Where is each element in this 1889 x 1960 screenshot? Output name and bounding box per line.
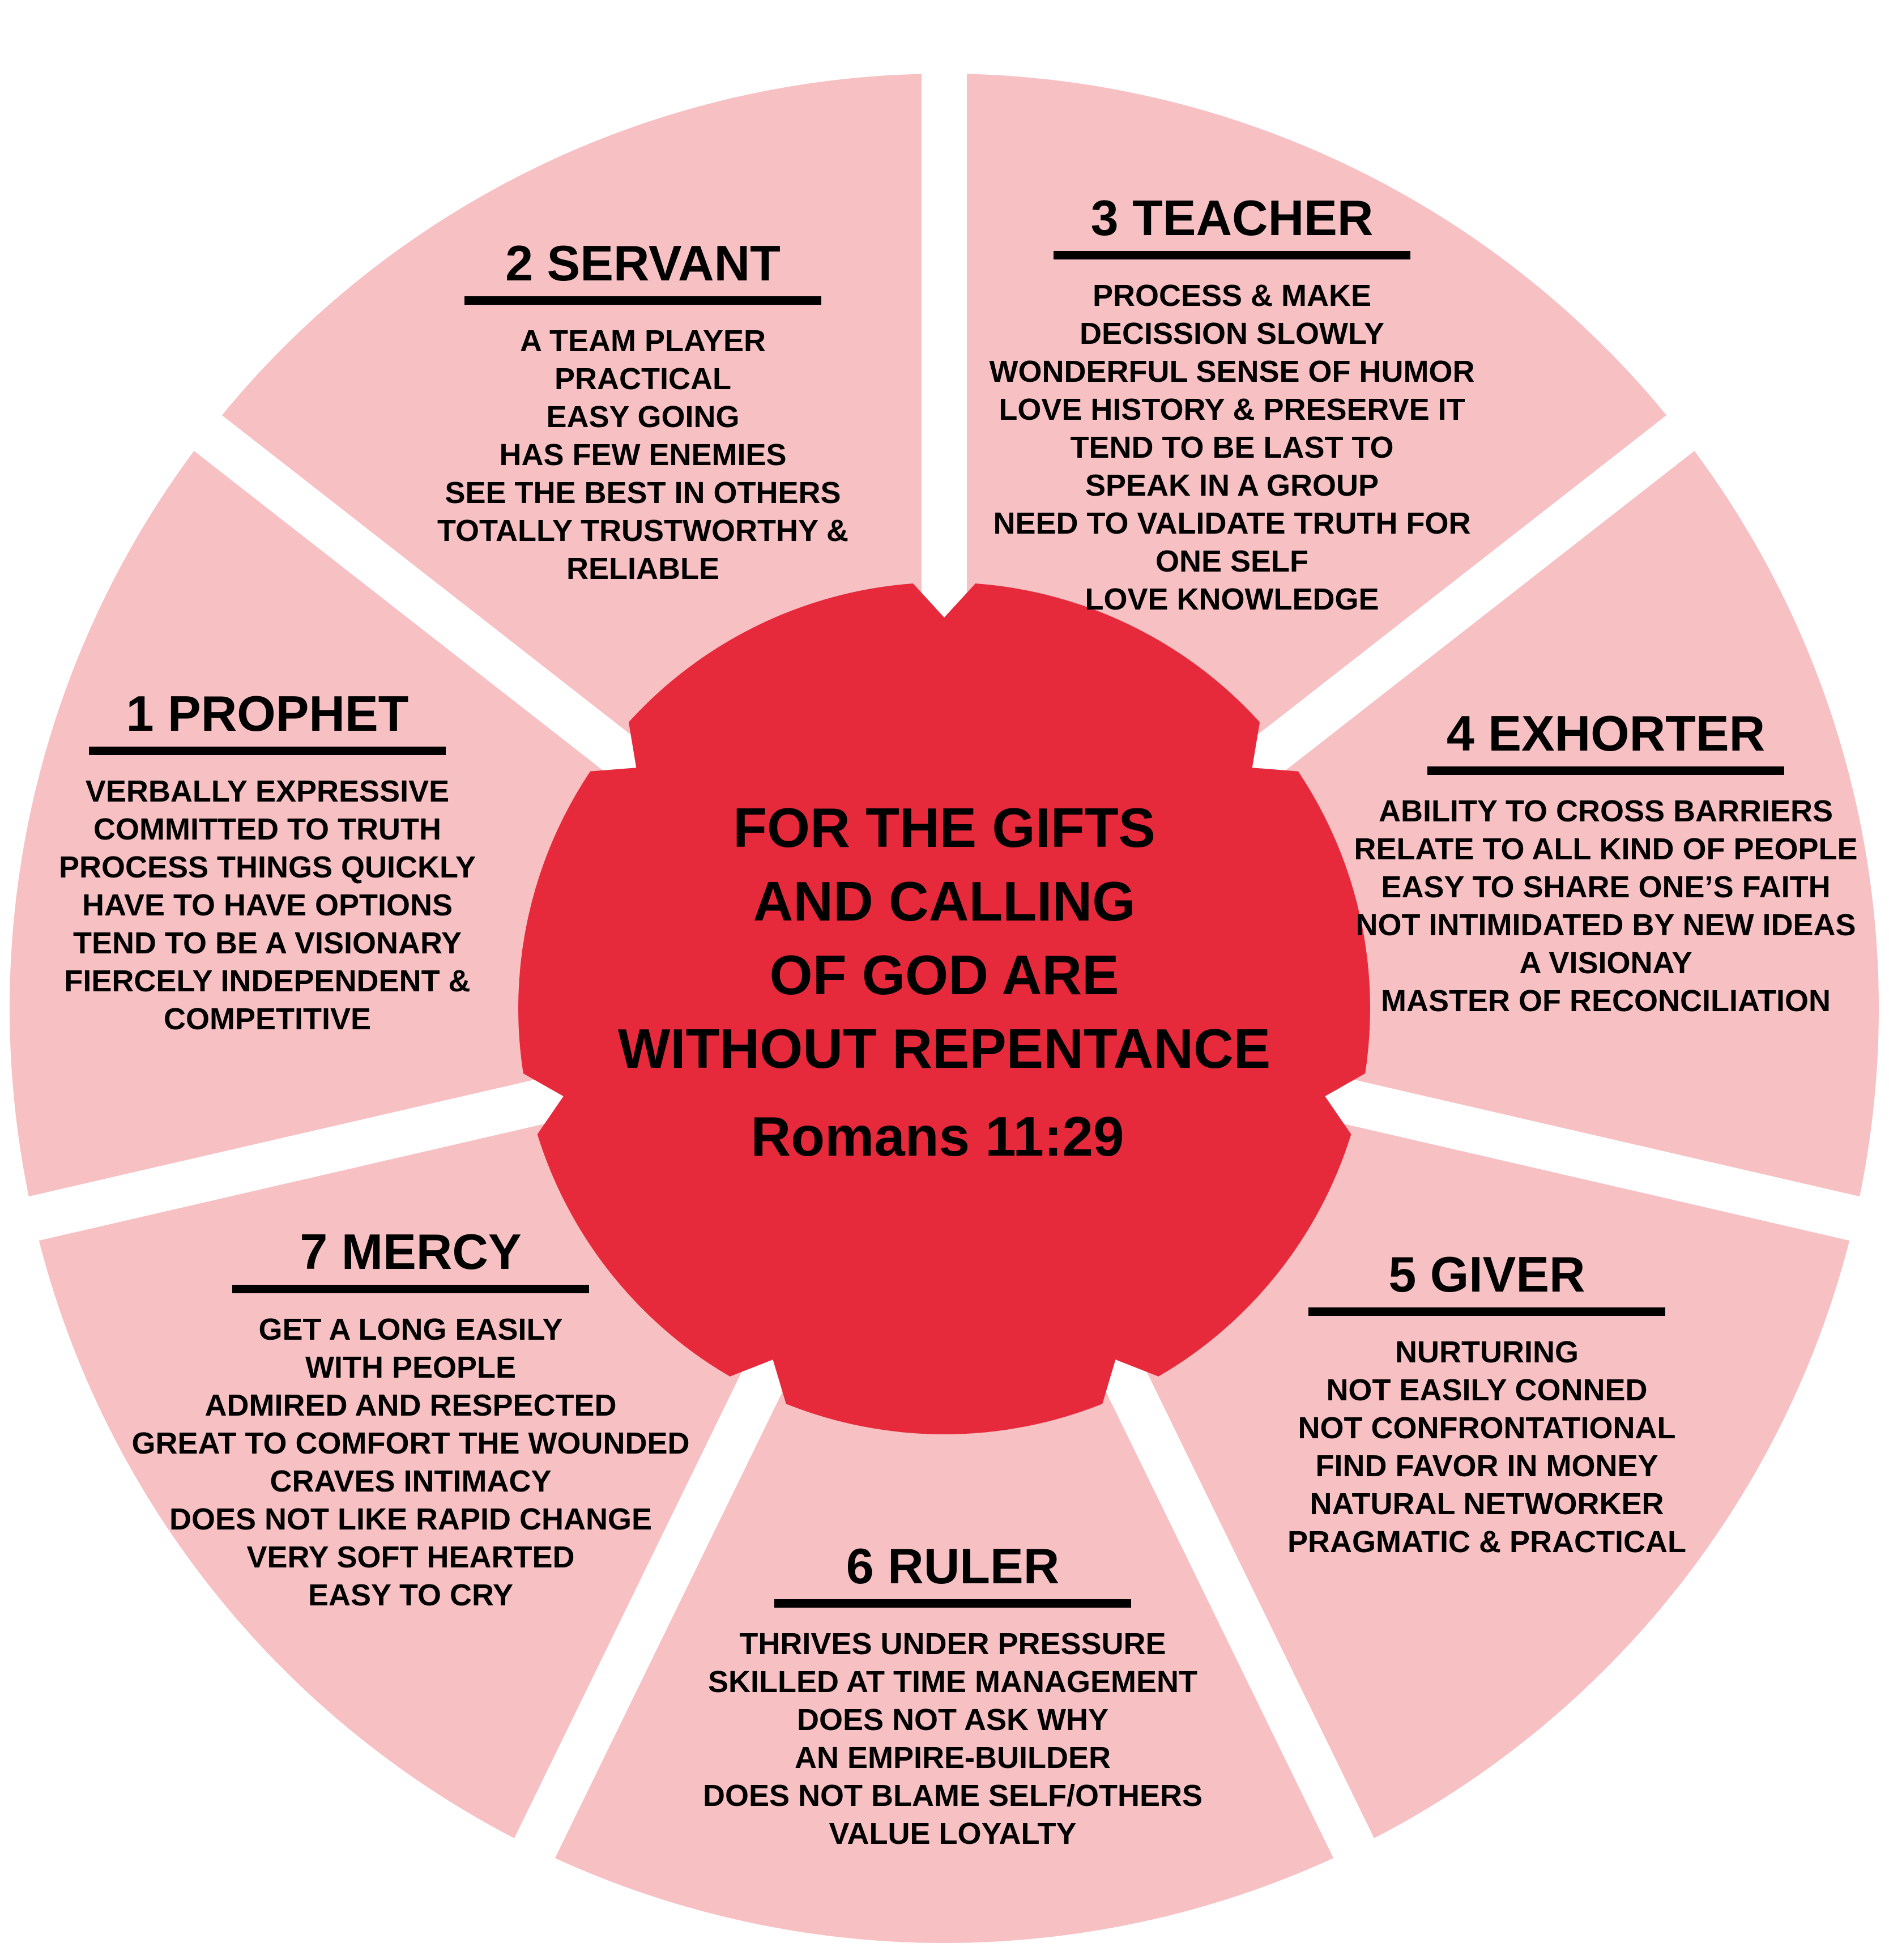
trait-item: NEED TO VALIDATE TRUTH FOR xyxy=(993,506,1471,540)
title-underline xyxy=(1427,766,1784,775)
trait-item: DOES NOT LIKE RAPID CHANGE xyxy=(169,1502,652,1536)
title-underline xyxy=(89,747,446,755)
trait-item: COMMITTED TO TRUTH xyxy=(93,812,441,846)
trait-item: FIERCELY INDEPENDENT & xyxy=(64,964,470,998)
segment-title: 2 SERVANT xyxy=(505,235,781,291)
segment-label-servant: 2 SERVANT A TEAM PLAYER PRACTICAL EASY GOIN… xyxy=(437,235,848,586)
trait-item: LOVE KNOWLEDGE xyxy=(1085,582,1379,616)
trait-item: MASTER OF RECONCILIATION xyxy=(1381,984,1831,1018)
trait-item: GET A LONG EASILY xyxy=(258,1313,562,1347)
trait-item: SKILLED AT TIME MANAGEMENT xyxy=(708,1665,1197,1699)
title-underline xyxy=(1054,251,1410,259)
trait-item: WONDERFUL SENSE OF HUMOR xyxy=(989,355,1474,389)
title-underline xyxy=(232,1285,589,1293)
trait-item: NURTURING xyxy=(1395,1335,1579,1369)
trait-item: TEND TO BE LAST TO xyxy=(1070,431,1393,465)
trait-item: TEND TO BE A VISIONARY xyxy=(73,926,462,960)
trait-item: ADMIRED AND RESPECTED xyxy=(204,1388,616,1422)
trait-item: A VISIONAY xyxy=(1519,946,1692,980)
segment-title: 7 MERCY xyxy=(300,1224,521,1280)
trait-item: VERY SOFT HEARTED xyxy=(246,1540,574,1574)
trait-item: DECISSION SLOWLY xyxy=(1080,317,1384,351)
trait-item: AN EMPIRE-BUILDER xyxy=(795,1741,1111,1775)
trait-item: EASY TO CRY xyxy=(308,1578,513,1612)
segment-title: 5 GIVER xyxy=(1388,1246,1585,1302)
trait-item: DOES NOT BLAME SELF/OTHERS xyxy=(703,1779,1203,1813)
trait-item: COMPETITIVE xyxy=(164,1002,371,1036)
title-underline xyxy=(464,296,821,305)
trait-item: RELIABLE xyxy=(566,552,719,586)
segment-label-giver: 5 GIVER NURTURING NOT EASILY CONNED NOT CON… xyxy=(1287,1246,1686,1559)
trait-item: PRACTICAL xyxy=(555,362,731,396)
trait-item: DOES NOT ASK WHY xyxy=(797,1703,1108,1737)
segment-label-exhorter: 4 EXHORTER ABILITY TO CROSS BARRIERS RELAT… xyxy=(1354,705,1857,1018)
trait-item: THRIVES UNDER PRESSURE xyxy=(739,1627,1166,1661)
segment-labels: 1 PROPHET VERBALLY EXPRESSIVE COMMITTED TO… xyxy=(59,190,1858,1851)
trait-item: SPEAK IN A GROUP xyxy=(1085,468,1379,502)
segment-label-ruler: 6 RULER THRIVES UNDER PRESSURE SKILLED AT … xyxy=(703,1538,1203,1851)
trait-item: TOTALLY TRUSTWORTHY & xyxy=(437,514,848,548)
trait-item: SEE THE BEST IN OTHERS xyxy=(445,476,841,510)
trait-item: VERBALLY EXPRESSIVE xyxy=(86,774,449,808)
trait-item: CRAVES INTIMACY xyxy=(270,1464,551,1498)
trait-item: PROCESS & MAKE xyxy=(1093,279,1371,313)
segment-title: 6 RULER xyxy=(846,1538,1060,1594)
trait-item: NOT CONFRONTATIONAL xyxy=(1298,1411,1676,1445)
trait-item: RELATE TO ALL KIND OF PEOPLE xyxy=(1354,832,1857,866)
trait-item: A TEAM PLAYER xyxy=(520,324,766,358)
segment-ruler xyxy=(534,1008,1354,1943)
trait-item: VALUE LOYALTY xyxy=(829,1817,1076,1851)
center-verse-line: FOR THE GIFTS xyxy=(733,796,1155,859)
segment-label-prophet: 1 PROPHET VERBALLY EXPRESSIVE COMMITTED TO… xyxy=(59,685,476,1036)
trait-item: ABILITY TO CROSS BARRIERS xyxy=(1379,794,1833,828)
segment-title: 3 TEACHER xyxy=(1091,190,1374,246)
title-underline xyxy=(774,1599,1131,1608)
title-underline xyxy=(1308,1307,1665,1316)
segment-title: 4 EXHORTER xyxy=(1447,705,1765,761)
trait-item: FIND FAVOR IN MONEY xyxy=(1315,1449,1658,1483)
trait-item: NOT INTIMIDATED BY NEW IDEAS xyxy=(1355,908,1856,942)
trait-item: PROCESS THINGS QUICKLY xyxy=(59,850,476,884)
center-notched-circle xyxy=(518,583,1370,1435)
trait-item: HAS FEW ENEMIES xyxy=(499,438,786,472)
trait-item: WITH PEOPLE xyxy=(305,1350,516,1384)
trait-item: EASY TO SHARE ONE’S FAITH xyxy=(1381,870,1830,904)
segment-title: 1 PROPHET xyxy=(126,685,409,742)
center-verse-line: WITHOUT REPENTANCE xyxy=(618,1017,1270,1080)
trait-item: GREAT TO COMFORT THE WOUNDED xyxy=(132,1426,690,1460)
trait-item: EASY GOING xyxy=(546,400,739,434)
trait-item: NOT EASILY CONNED xyxy=(1326,1373,1647,1407)
center-verse-line: AND CALLING xyxy=(753,870,1135,932)
center-verse-reference: Romans 11:29 xyxy=(751,1105,1124,1168)
trait-item: PRAGMATIC & PRACTICAL xyxy=(1287,1525,1686,1559)
center-verse-line: OF GOD ARE xyxy=(769,944,1119,1006)
trait-item: HAVE TO HAVE OPTIONS xyxy=(82,888,453,922)
segment-label-teacher: 3 TEACHER PROCESS & MAKE DECISSION SLOWLY W… xyxy=(989,190,1474,616)
trait-item: ONE SELF xyxy=(1155,544,1308,578)
trait-item: NATURAL NETWORKER xyxy=(1310,1487,1664,1521)
trait-item: LOVE HISTORY & PRESERVE IT xyxy=(999,393,1465,427)
center-badge: FOR THE GIFTS AND CALLING OF GOD ARE WITHOU… xyxy=(518,583,1370,1435)
